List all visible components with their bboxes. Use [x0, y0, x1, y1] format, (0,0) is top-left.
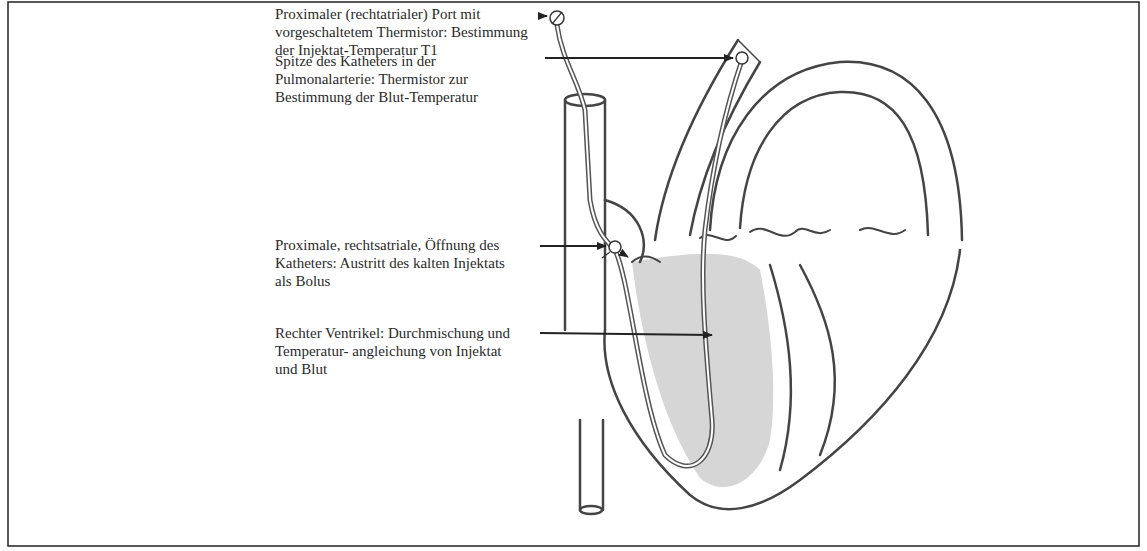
- right-atrium: [605, 200, 644, 262]
- catheter-opening: [609, 241, 621, 253]
- tip-thermistor: [736, 52, 748, 64]
- vena-cava: [580, 420, 603, 510]
- bolus-arrows: [602, 252, 628, 258]
- leader-arrow: [540, 333, 712, 335]
- aorta: [740, 92, 928, 235]
- aorta: [710, 62, 962, 240]
- valves: [700, 228, 905, 240]
- port-thermistor: [552, 12, 562, 24]
- heart-outline: [604, 250, 960, 509]
- vena-cava: [580, 506, 602, 514]
- callout-label: Rechter Ventrikel: Durchmischung und Tem…: [275, 324, 520, 378]
- port-thermistor: [550, 11, 564, 25]
- callout-label: Proximaler (rechtatrialer) Port mit vorg…: [275, 5, 533, 59]
- septum: [770, 265, 791, 470]
- callout-label: Spitze des Katheters in der Pulmonalarte…: [275, 52, 503, 106]
- leader-arrow: [545, 57, 733, 59]
- tricuspid-valve: [632, 257, 660, 262]
- leader-arrow: [540, 15, 547, 17]
- left-ventricle: [800, 265, 835, 455]
- callout-label: Proximale, rechtsatriale, Öffnung des Ka…: [275, 236, 520, 290]
- frame: [8, 2, 1139, 546]
- leader-arrow: [540, 245, 606, 247]
